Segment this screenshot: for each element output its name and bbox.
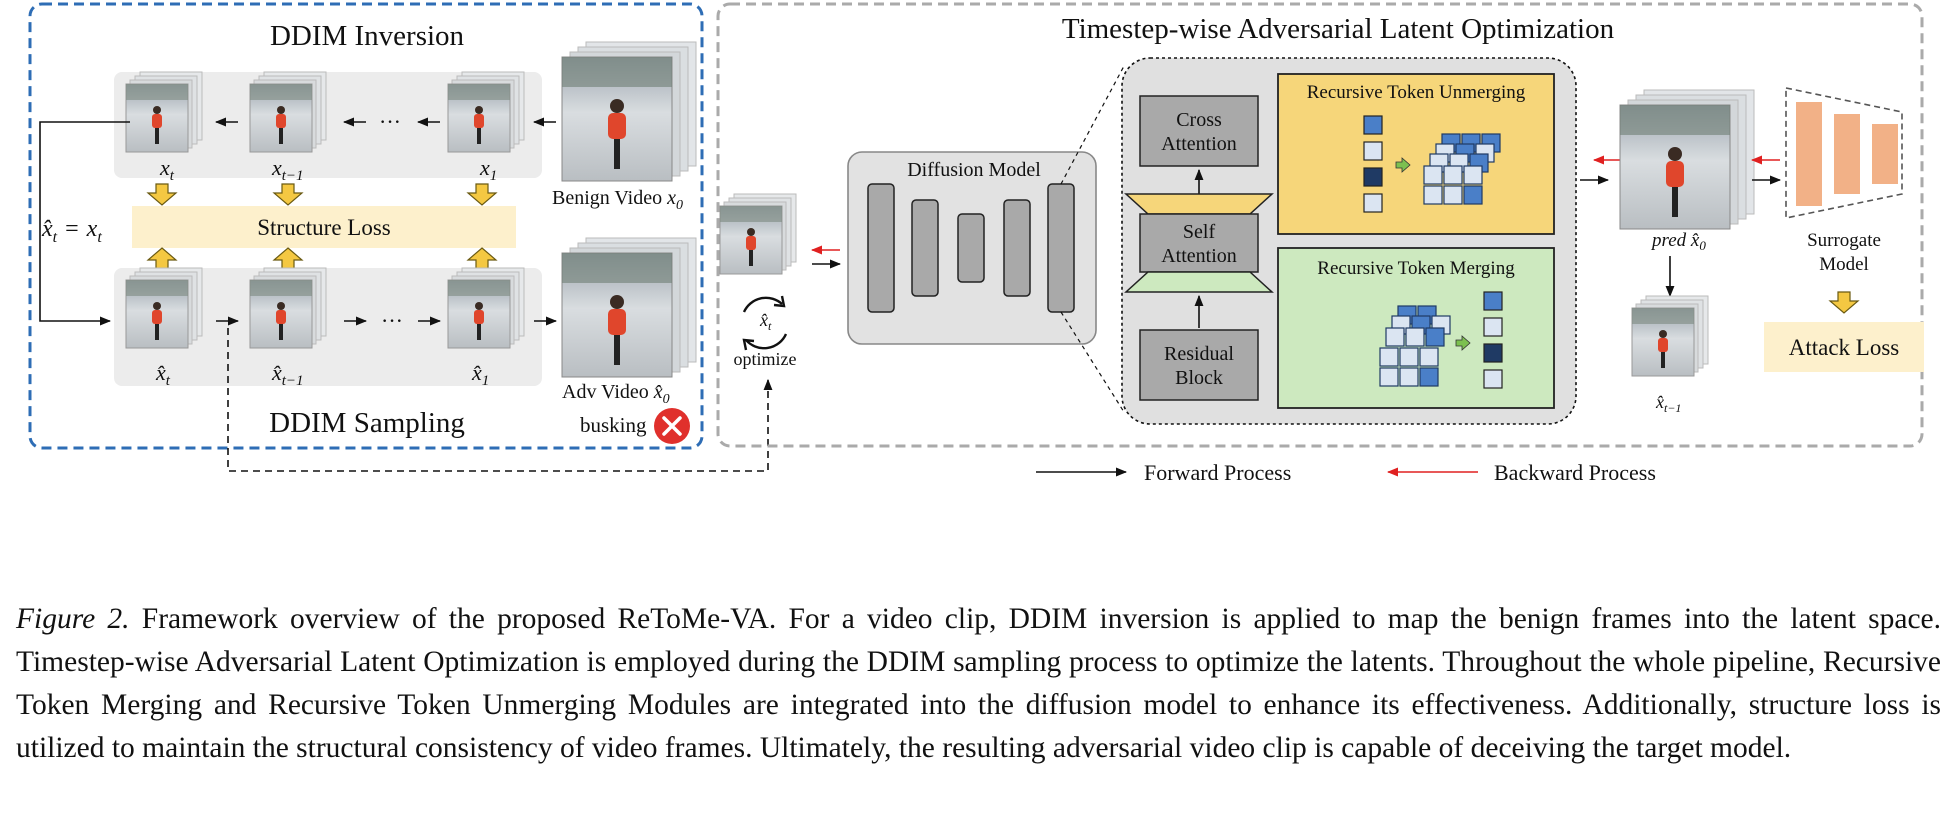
token-column-icon: [1363, 115, 1383, 213]
refresh-cycle-icon: [742, 295, 788, 351]
merge-arrow-icon: [1455, 335, 1471, 351]
caption-text: Framework overview of the proposed ReToM…: [16, 603, 1942, 764]
legend: Forward Process Backward Process: [1036, 460, 1656, 485]
attack-loss-label: Attack Loss: [1789, 335, 1900, 360]
figure-label: Figure 2.: [16, 603, 130, 635]
ddim-sampling-title: DDIM Sampling: [269, 407, 465, 439]
attack-arrow: [1828, 291, 1860, 314]
structure-loss-label: Structure Loss: [257, 215, 391, 240]
residual-block: [1139, 329, 1259, 401]
x-circle-icon: [654, 408, 690, 444]
sampling-frame-labels: x̂t x̂t−1 x̂1: [155, 360, 489, 389]
legend-backward: Backward Process: [1494, 460, 1656, 485]
diffusion-model-label: Diffusion Model: [907, 159, 1041, 181]
unet-blocks: [867, 183, 1075, 313]
token-cube-icon: [1379, 305, 1451, 387]
sampling-row: [114, 268, 542, 386]
adv-opt-title: Timestep-wise Adversarial Latent Optimiz…: [1062, 13, 1615, 45]
benign-video-label: Benign Video x0: [552, 187, 683, 213]
ddim-inversion-title: DDIM Inversion: [270, 20, 465, 52]
token-merging-title: Recursive Token Merging: [1317, 258, 1515, 279]
figure-caption: Figure 2. Framework overview of the prop…: [16, 598, 1941, 770]
token-cube-icon: [1423, 133, 1501, 205]
self-attention-block: [1139, 213, 1259, 273]
inversion-frame-labels: xt xt−1 x1: [159, 155, 497, 184]
inversion-to-sampling-connector: [39, 121, 130, 326]
unmerge-arrow-icon: [1395, 157, 1411, 173]
inversion-row: [114, 72, 542, 178]
svg-text:x̂1: x̂1: [471, 360, 489, 389]
ddim-panel: [28, 2, 704, 450]
attack-loss-box: [1764, 322, 1924, 372]
inversion-ellipsis: ···: [379, 109, 401, 134]
label-xt: xt: [159, 155, 175, 184]
token-column-icon: [1483, 291, 1503, 389]
busking-label: busking: [580, 413, 647, 437]
cross-attention-block: [1139, 95, 1259, 167]
svg-text:x̂t−1: x̂t−1: [271, 360, 304, 389]
sampling-ellipsis: ···: [381, 308, 403, 333]
next-frame-label: x̂t−1: [1655, 392, 1681, 415]
label-x1: x1: [479, 155, 497, 184]
token-unmerging-title: Recursive Token Unmerging: [1307, 82, 1526, 103]
token-unmerging-box: [1277, 73, 1555, 235]
equation: x̂t=xt: [41, 216, 102, 246]
framework-diagram: DDIM Inversion DDIM Sampling xt xt−1 x1 …: [28, 2, 1924, 485]
surrogate-layers: [1796, 102, 1898, 206]
adversarial-optimization-panel: [716, 2, 1924, 448]
svg-text:x̂t: x̂t: [155, 360, 171, 389]
optimize-var: x̂t: [759, 310, 772, 333]
structure-loss-box: [132, 206, 516, 248]
adv-video-label: Adv Video x̂0: [562, 381, 670, 407]
label-xt-1: xt−1: [271, 155, 304, 184]
legend-forward: Forward Process: [1144, 460, 1291, 485]
pred-label: pred x̂0: [1650, 230, 1706, 253]
sampling-to-optimize-path: [227, 328, 773, 472]
optimize-label: optimize: [734, 349, 797, 369]
